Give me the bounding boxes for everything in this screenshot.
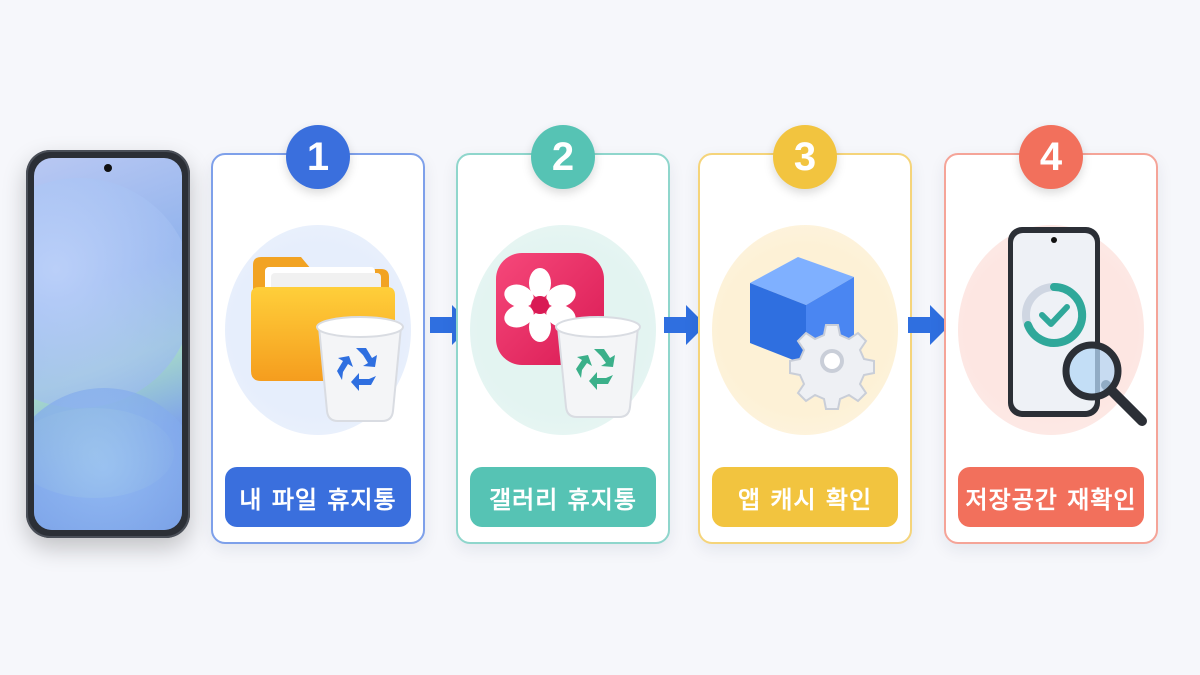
phone-screen xyxy=(34,158,182,530)
step-card-3: 3 앱 캐시 확인 xyxy=(698,125,912,544)
step-card-2: 2 갤러리 휴지통 xyxy=(456,125,670,544)
step-label-4: 저장공간 재확인 xyxy=(958,467,1144,527)
gallery-trash-icon xyxy=(496,253,641,418)
step-card-4: 4 저장공간 재확인 xyxy=(944,125,1158,544)
arrow-right-icon xyxy=(664,305,706,345)
storage-check-icon xyxy=(1008,227,1147,426)
step-card-1: 1 내 파일 휴지통 xyxy=(211,125,425,544)
phone-camera xyxy=(104,164,112,172)
step-badge-2: 2 xyxy=(531,125,595,189)
step-label-1: 내 파일 휴지통 xyxy=(225,467,411,527)
arrow-right-icon xyxy=(908,305,950,345)
step-label-3: 앱 캐시 확인 xyxy=(712,467,898,527)
app-cache-icon xyxy=(750,257,875,410)
step-badge-4: 4 xyxy=(1019,125,1083,189)
step-badge-3: 3 xyxy=(773,125,837,189)
step-label-2: 갤러리 휴지통 xyxy=(470,467,656,527)
folder-trash-icon xyxy=(251,257,404,422)
step-badge-1: 1 xyxy=(286,125,350,189)
phone-device xyxy=(26,150,190,538)
